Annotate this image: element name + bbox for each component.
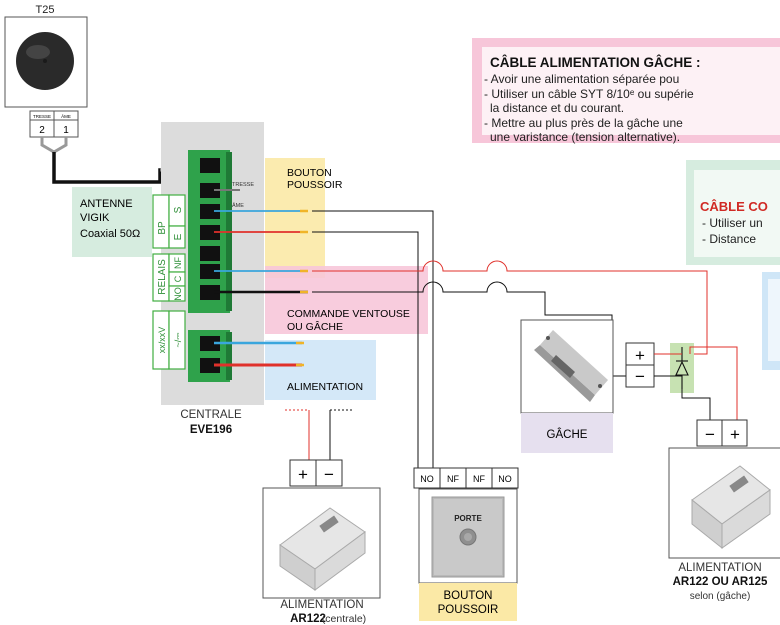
alim-right-model: AR122 OU AR125	[673, 576, 768, 588]
gache-label-bg	[521, 413, 613, 453]
alimentation-callout-bg	[265, 340, 376, 400]
centrale-tresse-label: TRESSE	[232, 182, 254, 188]
s-label: S	[173, 206, 184, 213]
t25-title: T25	[36, 4, 55, 16]
alimentation-callout: ALIMENTATION	[287, 381, 363, 393]
connector-top-terminals	[200, 158, 220, 300]
no-label: NO	[173, 287, 183, 301]
button-nf-1: NF	[447, 474, 459, 484]
t25-tresse-label: TRESSE	[33, 114, 51, 119]
bouton-callout: BOUTON	[287, 167, 332, 179]
centrale-caption: CENTRALE	[180, 409, 242, 421]
antenna-label-box	[72, 187, 152, 257]
t25-terminal-2: 2	[39, 125, 45, 136]
e-label: E	[173, 233, 184, 240]
alim-left-caption: ALIMENTATION	[280, 599, 363, 611]
antenna-label: ANTENNE	[80, 198, 133, 210]
note-alim-line: - Avoir une alimentation séparée pou	[484, 72, 679, 86]
alim-left-model: AR122	[290, 613, 326, 625]
commande-callout: OU GÂCHE	[287, 320, 343, 333]
button-nf-2: NF	[473, 474, 485, 484]
t25-ame-label: ÂME	[61, 113, 71, 119]
t25-terminal-1: 1	[63, 125, 69, 136]
gache-minus: −	[635, 367, 645, 386]
alim-right-plus: +	[730, 425, 740, 444]
alim-left-device	[279, 507, 366, 591]
wire-relay-red	[312, 260, 708, 355]
power-voltage-label: xx/xxV	[157, 327, 167, 354]
button-caption: POUSSOIR	[438, 604, 499, 616]
note-alim-line: une varistance (tension alternative).	[490, 130, 680, 144]
wire-bp-to-button-1	[312, 210, 434, 470]
button-caption-bg	[419, 583, 517, 621]
gache-strike	[534, 330, 608, 402]
commande-callout-bg	[265, 266, 428, 334]
alim-left-minus: −	[324, 465, 334, 484]
bp-label-group	[152, 194, 186, 370]
wire-relay-black	[312, 281, 628, 377]
wire-bp-to-button-2	[312, 231, 419, 470]
note-alim-title: CÂBLE ALIMENTATION GÂCHE :	[490, 55, 700, 70]
note-alim-line: - Utiliser un câble SYT 8/10ᵉ ou supérie	[484, 87, 694, 101]
centrale-model: EVE196	[190, 424, 232, 436]
note-com-line: - Utiliser un	[702, 216, 763, 230]
power-symbol-label: ~/⎓	[173, 333, 183, 348]
note-com-title: CÂBLE CO	[700, 199, 768, 214]
button-porte-text: PORTE	[454, 514, 482, 523]
centrale-ame-label: ÂME	[232, 202, 244, 209]
button-no-2: NO	[498, 474, 512, 484]
antenna-label: VIGIK	[80, 212, 110, 224]
alim-right-device	[691, 465, 771, 550]
gache-plus: +	[635, 346, 645, 365]
alim-left-plus: +	[298, 465, 308, 484]
note-alim-line: - Mettre au plus près de la gâche une	[484, 116, 683, 130]
alim-right-minus: −	[705, 425, 715, 444]
button-no-1: NO	[420, 474, 434, 484]
button-caption: BOUTON	[444, 590, 493, 602]
bouton-callout: POUSSOIR	[287, 179, 343, 191]
note-com-line: - Distance	[702, 232, 756, 246]
alim-right-caption: ALIMENTATION	[678, 562, 761, 574]
nf-label: NF	[173, 257, 183, 269]
c-label: C	[173, 275, 183, 282]
commande-callout: COMMANDE VENTOUSE	[287, 308, 410, 320]
antenna-label: Coaxial 50Ω	[80, 228, 140, 240]
gache-label: GÂCHE	[547, 428, 588, 441]
relais-label: RELAIS	[157, 259, 168, 295]
alim-right-note: selon (gâche)	[690, 591, 751, 602]
bouton-callout-bg	[265, 158, 325, 278]
note-alim-line: la distance et du courant.	[490, 101, 624, 115]
alim-left-note: (centrale)	[322, 613, 366, 625]
bp-label: BP	[157, 221, 168, 235]
